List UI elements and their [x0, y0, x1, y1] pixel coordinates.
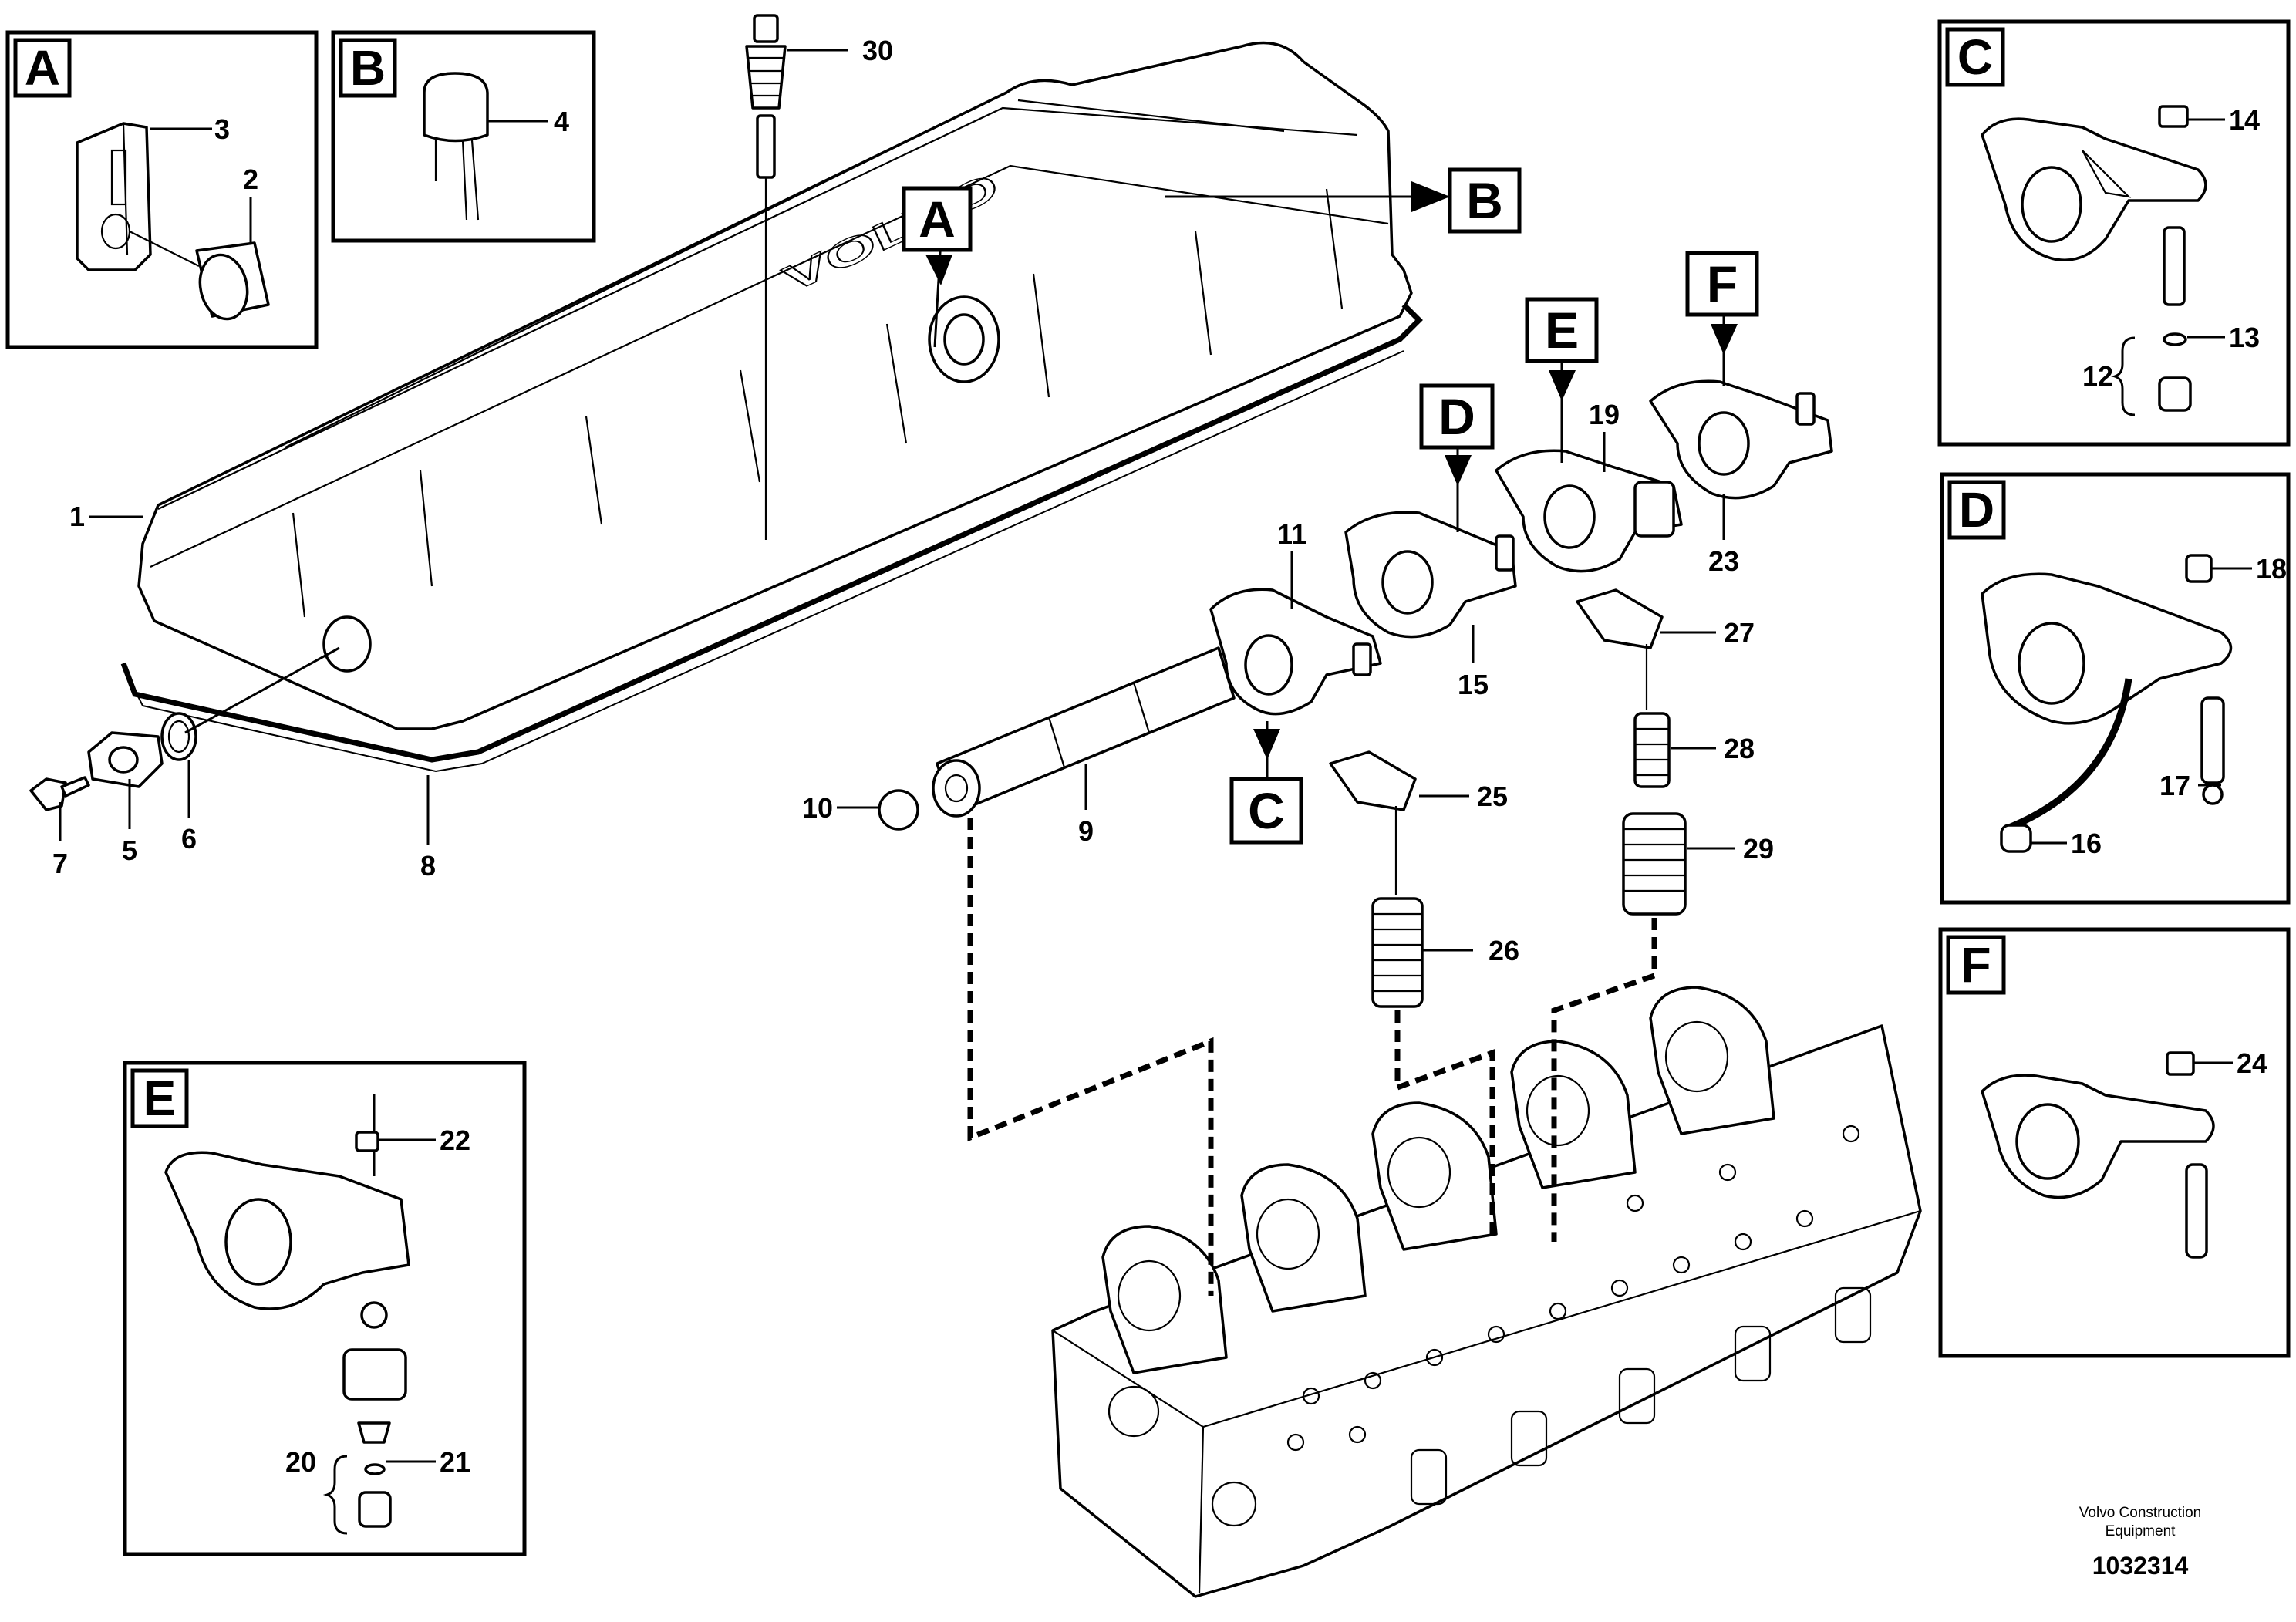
part-label-14: 14	[2229, 104, 2260, 136]
part-label-5: 5	[122, 835, 137, 866]
inset-b: B	[331, 30, 596, 243]
callout-c-letter: C	[1248, 782, 1285, 839]
callout-d-letter: D	[1438, 388, 1475, 445]
part-label-12: 12	[2082, 360, 2113, 392]
callout-e: E	[1525, 297, 1599, 363]
part-label-26: 26	[1489, 935, 1519, 966]
callout-arrows	[925, 181, 1738, 760]
company-line-1: Volvo Construction	[2079, 1505, 2201, 1521]
valve-springs	[1329, 588, 1687, 1008]
part-label-25: 25	[1477, 781, 1508, 812]
part-label-24: 24	[2237, 1047, 2267, 1079]
footer: Volvo Construction Equipment 1032314	[2079, 1505, 2201, 1580]
rocker-arms	[1209, 379, 1833, 716]
part-label-9: 9	[1078, 815, 1094, 847]
rocker-shaft	[878, 646, 1236, 831]
part-label-3: 3	[214, 113, 230, 145]
inset-f-letter: F	[1961, 937, 1991, 993]
alignment-lines	[967, 818, 1657, 1296]
part-label-21: 21	[440, 1446, 470, 1478]
part-label-19: 19	[1589, 399, 1620, 430]
callout-a-letter: A	[919, 191, 956, 248]
callout-b: B	[1448, 167, 1522, 234]
brace-20	[322, 1455, 348, 1535]
part-label-29: 29	[1743, 833, 1774, 865]
inset-c: C	[1937, 19, 2291, 447]
small-parts-left	[29, 646, 340, 811]
inset-a-letter: A	[25, 40, 60, 96]
part-label-11: 11	[1277, 518, 1306, 550]
part-label-23: 23	[1708, 545, 1739, 577]
brace-12	[2110, 336, 2136, 416]
callout-c: C	[1229, 777, 1303, 845]
inset-a: A	[5, 30, 319, 349]
callout-e-letter: E	[1545, 302, 1579, 359]
part-label-6: 6	[181, 823, 197, 855]
part-label-10: 10	[802, 792, 833, 824]
part-label-13: 13	[2229, 322, 2260, 353]
part-label-30: 30	[862, 35, 893, 66]
callout-d: D	[1419, 383, 1495, 450]
callout-f: F	[1685, 251, 1759, 317]
inset-e-letter: E	[143, 1071, 177, 1126]
part-label-8: 8	[420, 850, 436, 882]
part-label-7: 7	[52, 848, 68, 879]
part-label-18: 18	[2256, 553, 2287, 585]
leader-lines	[59, 49, 2252, 1463]
part-label-4: 4	[554, 106, 569, 137]
part-label-22: 22	[440, 1125, 470, 1156]
valve-cover: VOLVO	[120, 41, 1423, 773]
part-label-17: 17	[2159, 770, 2190, 801]
part-label-27: 27	[1724, 617, 1755, 649]
drawing-number: 1032314	[2092, 1552, 2189, 1580]
part-label-15: 15	[1458, 669, 1489, 700]
company-line-2: Equipment	[2106, 1523, 2176, 1539]
part-labels: 1 2 3 4 5 6 7 8 9 10 11 12 13 14 15 16 1…	[52, 35, 2287, 1478]
stud-30	[745, 14, 787, 540]
part-label-1: 1	[69, 501, 85, 532]
inset-b-letter: B	[350, 40, 386, 96]
inset-f: F	[1938, 927, 2291, 1358]
callout-b-letter: B	[1466, 172, 1503, 229]
part-label-16: 16	[2071, 828, 2102, 859]
inset-c-letter: C	[1957, 29, 1993, 85]
part-label-2: 2	[243, 164, 258, 195]
cylinder-head	[1051, 986, 1922, 1598]
callout-f-letter: F	[1707, 255, 1738, 312]
callout-a: A	[902, 186, 973, 252]
part-label-20: 20	[285, 1446, 316, 1478]
inset-d-letter: D	[1959, 482, 1994, 538]
inset-e: E	[123, 1061, 527, 1556]
inset-d: D	[1940, 472, 2291, 905]
part-label-28: 28	[1724, 733, 1755, 764]
